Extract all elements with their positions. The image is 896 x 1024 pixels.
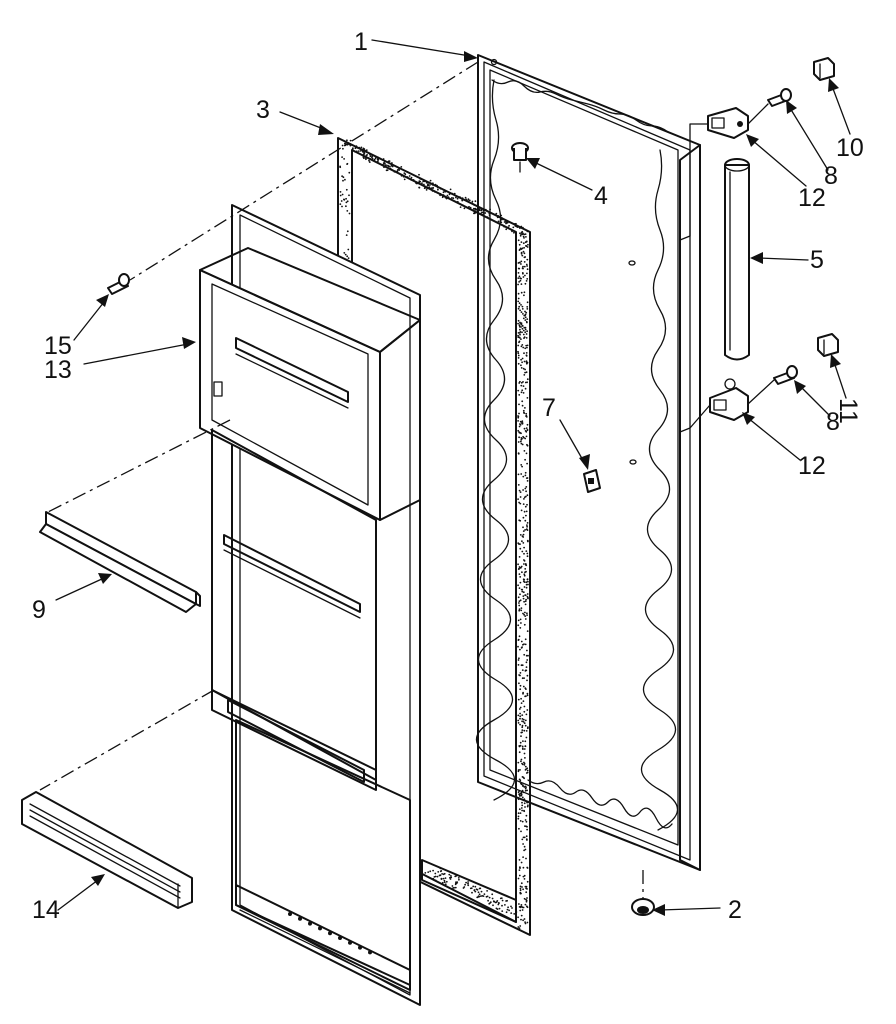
bottom-hinge-bushing: [631, 898, 655, 916]
callout-3: 3: [256, 96, 270, 124]
callout-2: 2: [728, 896, 742, 924]
callout-5: 5: [810, 246, 824, 274]
callout-7: 7: [542, 394, 556, 422]
screw-lower: [773, 365, 798, 385]
callout-9: 9: [32, 596, 46, 624]
callout-12-upper: 12: [798, 184, 826, 212]
outer-door-panel: [475, 54, 701, 871]
callout-arrows: [55, 39, 851, 916]
callout-10: 10: [836, 134, 864, 162]
handle-mount-lower: [709, 378, 749, 421]
callout-4: 4: [594, 182, 608, 210]
handle-cap-lower: [817, 333, 839, 357]
door-handle: [724, 158, 750, 361]
callout-12-lower: 12: [798, 452, 826, 480]
inner-door-liner: [199, 204, 421, 1006]
callout-1: 1: [354, 28, 368, 56]
callout-8-lower: 8: [826, 408, 840, 436]
door-stop-clip: [583, 469, 601, 493]
callout-8-upper: 8: [824, 162, 838, 190]
callout-14: 14: [32, 896, 60, 924]
screw-liner: [107, 273, 130, 295]
door-shelf-rail: [39, 511, 201, 613]
callout-15: 15: [44, 332, 72, 360]
handle-cap-upper: [813, 57, 835, 81]
bottom-trim-panel: [21, 791, 193, 909]
door-plug: [511, 142, 529, 173]
callout-13: 13: [44, 356, 72, 384]
handle-mount-upper: [707, 107, 749, 139]
screw-upper: [767, 88, 792, 107]
callout-11: 11: [834, 398, 862, 424]
assembly-lines: [39, 61, 775, 898]
